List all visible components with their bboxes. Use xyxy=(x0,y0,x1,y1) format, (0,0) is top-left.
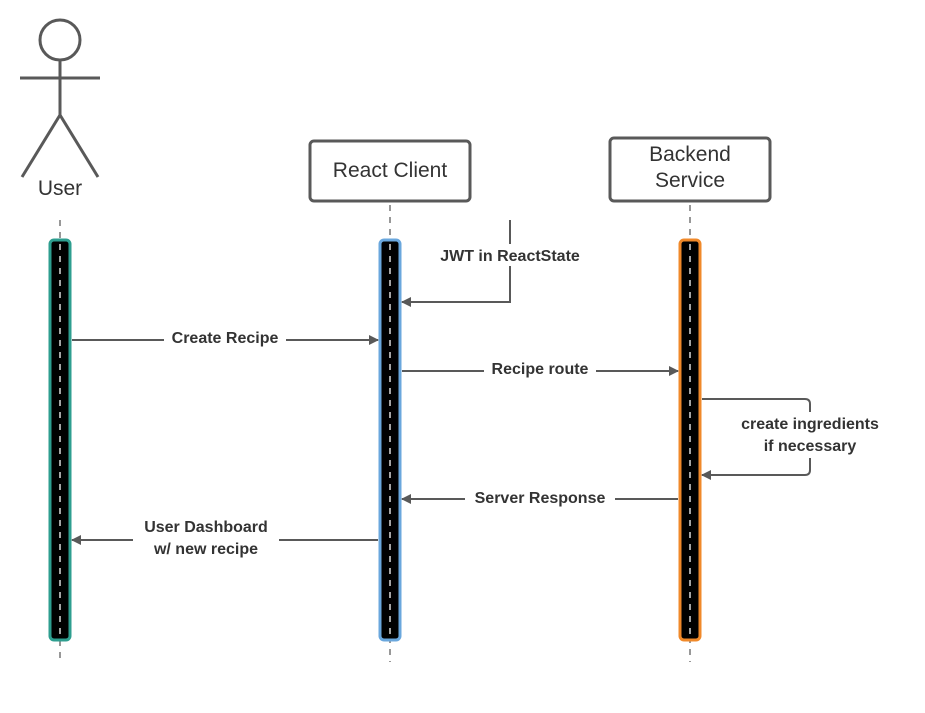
user-dashboard-label-line2: w/ new recipe xyxy=(153,541,258,558)
backend-service-label-line1: Backend xyxy=(649,143,731,166)
backend-service-label-line2: Service xyxy=(655,169,725,192)
user-actor: User xyxy=(20,18,100,200)
create-ingredients-label-line1: create ingredients xyxy=(741,416,879,433)
server-response-message: Server Response xyxy=(401,487,678,507)
react-client-label: React Client xyxy=(333,159,448,182)
recipe-route-message: Recipe route xyxy=(402,359,679,379)
react-client-box xyxy=(308,139,472,203)
jwt-label: JWT in ReactState xyxy=(440,248,580,265)
create-ingredients-label-line2: if necessary xyxy=(764,438,857,455)
create-ingredients-message: create ingredients if necessary xyxy=(701,398,890,480)
user-actor-label: User xyxy=(38,177,82,200)
user-dashboard-message: User Dashboard w/ new recipe xyxy=(71,516,378,560)
create-recipe-label: Create Recipe xyxy=(172,330,279,347)
backend-service-actor: Backend Service xyxy=(608,136,772,203)
stick-figure-icon xyxy=(20,18,100,178)
user-dashboard-label-line1: User Dashboard xyxy=(144,519,268,536)
recipe-route-label: Recipe route xyxy=(492,361,589,378)
activation-dashes xyxy=(59,244,691,636)
react-client-actor: React Client xyxy=(308,139,472,203)
jwt-message: JWT in ReactState xyxy=(401,220,592,307)
backend-service-box xyxy=(608,136,772,203)
server-response-label: Server Response xyxy=(475,490,606,507)
lifelines xyxy=(59,205,691,662)
create-recipe-message: Create Recipe xyxy=(72,328,379,348)
